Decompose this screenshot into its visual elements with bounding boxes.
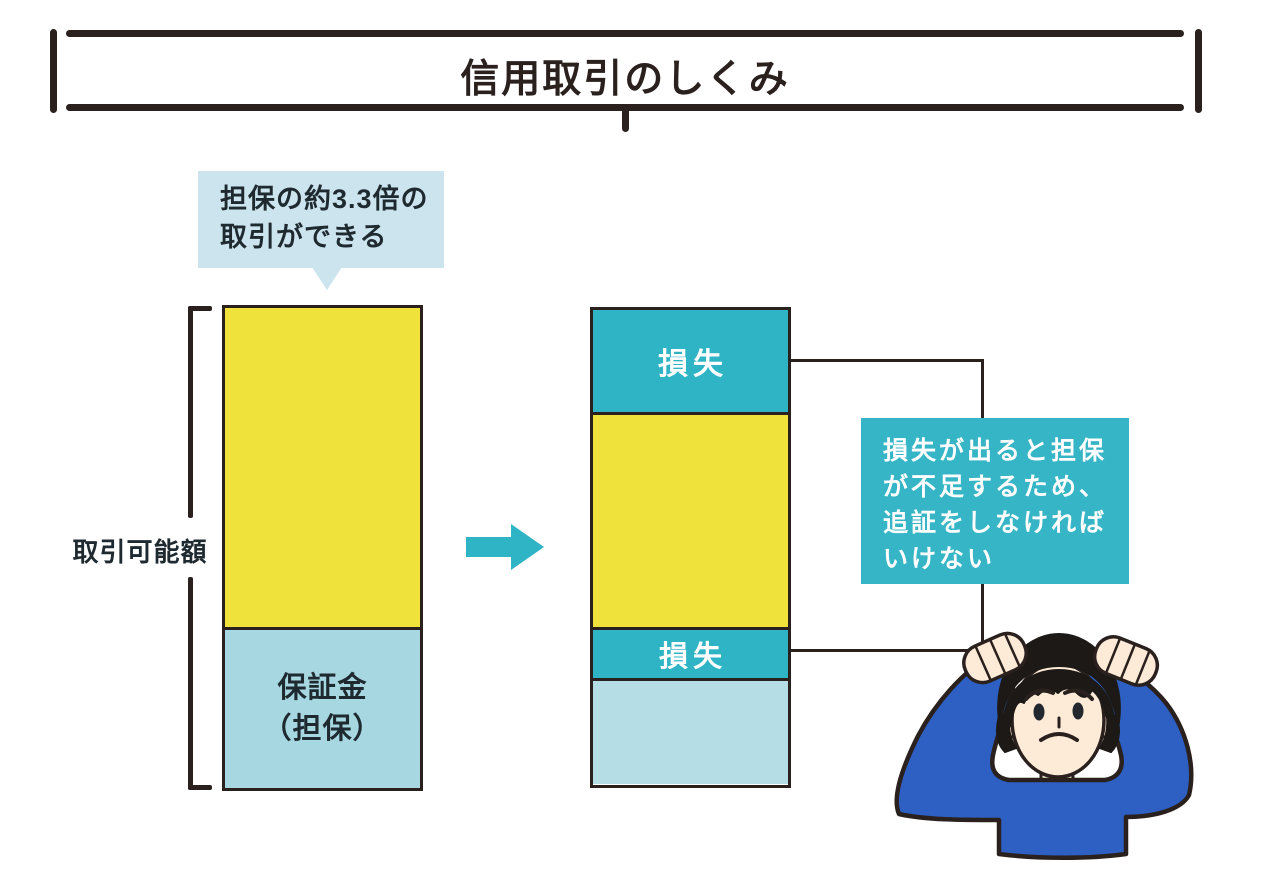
after-loss-bar: 損失 損失	[590, 307, 791, 788]
loss-top-label: 損失	[658, 348, 728, 381]
right-arrow-icon	[466, 524, 544, 570]
bracket-top-tick	[188, 306, 212, 311]
bracket-lower-segment	[188, 577, 193, 790]
speech-bubble: 担保の約3.3倍の 取引ができる	[198, 171, 444, 268]
speech-bubble-line2: 取引ができる	[220, 222, 388, 252]
page-title: 信用取引のしくみ	[460, 58, 790, 101]
credit-remaining-segment	[593, 412, 788, 627]
person-hand-left	[962, 631, 1028, 685]
loss-bottom-label: 損失	[658, 641, 727, 673]
title-frame-left-tick	[50, 29, 57, 113]
credit-portion-segment	[225, 308, 420, 627]
speech-bubble-text: 担保の約3.3倍の 取引ができる	[220, 180, 429, 256]
margin-call-info-box: 損失が出ると担保 が不足するため、 追証をしなければ いけない	[861, 418, 1129, 584]
loss-bottom-segment: 損失	[593, 627, 788, 678]
loss-top-segment: 損失	[593, 310, 788, 412]
deposit-label-line2: （担保）	[262, 713, 383, 745]
bracket-bottom-tick	[188, 785, 212, 790]
deposit-label-line1: 保証金	[277, 672, 368, 704]
deposit-segment: 保証金 （担保）	[225, 627, 420, 788]
person-hand-right	[1092, 635, 1160, 687]
person-eyebrows-and-mouth	[1024, 688, 1094, 742]
title-frame-top-line	[66, 30, 1184, 37]
title-frame-center-tick	[622, 108, 629, 132]
worried-person-illustration	[894, 631, 1194, 860]
info-line-1: 損失が出ると担保	[883, 437, 1108, 465]
speech-bubble-tail	[312, 267, 342, 290]
speech-bubble-line1: 担保の約3.3倍の	[220, 184, 429, 214]
info-line-4: いけない	[883, 545, 996, 573]
connector-bottom-line	[763, 649, 984, 652]
tradable-amount-label: 取引可能額	[72, 537, 208, 567]
person-eyes	[1033, 702, 1084, 721]
remaining-deposit-segment	[593, 678, 788, 784]
title-frame-bottom-line	[66, 104, 1184, 111]
info-line-2: が不足するため、	[883, 473, 1108, 501]
connector-top-line	[763, 359, 984, 362]
title-frame-right-tick	[1195, 29, 1202, 113]
info-line-3: 追証をしなければ	[883, 509, 1108, 537]
bracket-upper-segment	[188, 306, 193, 518]
before-loss-bar: 保証金 （担保）	[222, 305, 423, 791]
